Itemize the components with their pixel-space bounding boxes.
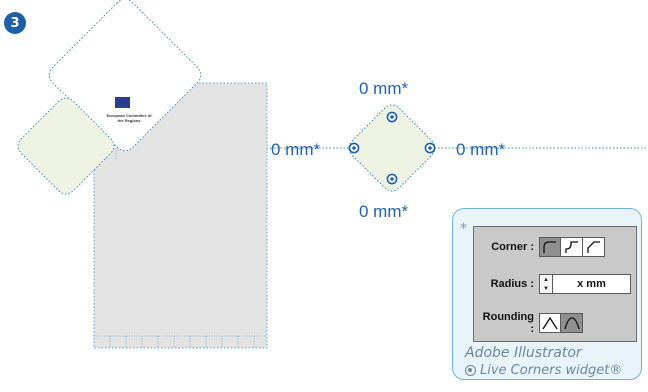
- corner-widget-left[interactable]: [348, 142, 360, 154]
- radius-label-right: 0 mm*: [456, 140, 506, 159]
- radius-label-bottom: 0 mm*: [359, 202, 409, 221]
- chamfer-corner-icon: [586, 241, 600, 253]
- absolute-rounding-icon: [542, 316, 558, 330]
- footnote-asterisk: *: [460, 221, 467, 237]
- corner-chamfer-button[interactable]: [583, 237, 605, 257]
- illustrator-corner-panel: * Corner : Radius : ▲ ▼ x mm Rounding :: [452, 208, 642, 380]
- corners-widget: Corner : Radius : ▲ ▼ x mm Rounding :: [473, 226, 637, 342]
- corner-round-button[interactable]: [539, 237, 561, 257]
- document-logo-text: European Committee of the Regions: [106, 113, 152, 123]
- corner-inverted-button[interactable]: [561, 237, 583, 257]
- inverted-corner-icon: [564, 241, 578, 253]
- radius-input[interactable]: x mm: [553, 274, 631, 294]
- page-bottom-ruler: [94, 335, 267, 348]
- rounding-label: Rounding :: [482, 311, 534, 335]
- caption-widget: Live Corners widget®: [465, 363, 622, 378]
- relative-rounding-icon: [563, 317, 580, 330]
- rounding-row: Rounding :: [478, 311, 583, 335]
- radius-row: Radius : ▲ ▼ x mm: [478, 274, 631, 294]
- caption-widget-text: Live Corners widget®: [480, 363, 623, 378]
- eu-flag-logo: [115, 97, 130, 108]
- small-rounded-square: [17, 97, 115, 195]
- large-rounded-square: [48, 0, 202, 152]
- corner-label: Corner :: [491, 241, 534, 253]
- corner-row: Corner :: [478, 237, 605, 257]
- live-corner-widget-icon: [465, 365, 476, 376]
- radius-label-top: 0 mm*: [359, 79, 409, 98]
- stepper-down-icon[interactable]: ▼: [543, 285, 549, 292]
- step-number-badge: 3: [4, 12, 26, 34]
- round-corner-icon: [543, 241, 556, 253]
- radius-label-left: 0 mm*: [271, 140, 321, 159]
- radius-stepper[interactable]: ▲ ▼: [539, 274, 553, 294]
- corner-widget-bottom[interactable]: [386, 173, 398, 185]
- corner-widget-top[interactable]: [386, 111, 398, 123]
- rounding-absolute-button[interactable]: [539, 313, 561, 333]
- rounding-relative-button[interactable]: [561, 313, 583, 333]
- caption-app-name: Adobe Illustrator: [465, 345, 582, 361]
- radius-label: Radius :: [490, 278, 534, 290]
- stepper-up-icon[interactable]: ▲: [543, 276, 549, 283]
- corner-widget-right[interactable]: [424, 142, 436, 154]
